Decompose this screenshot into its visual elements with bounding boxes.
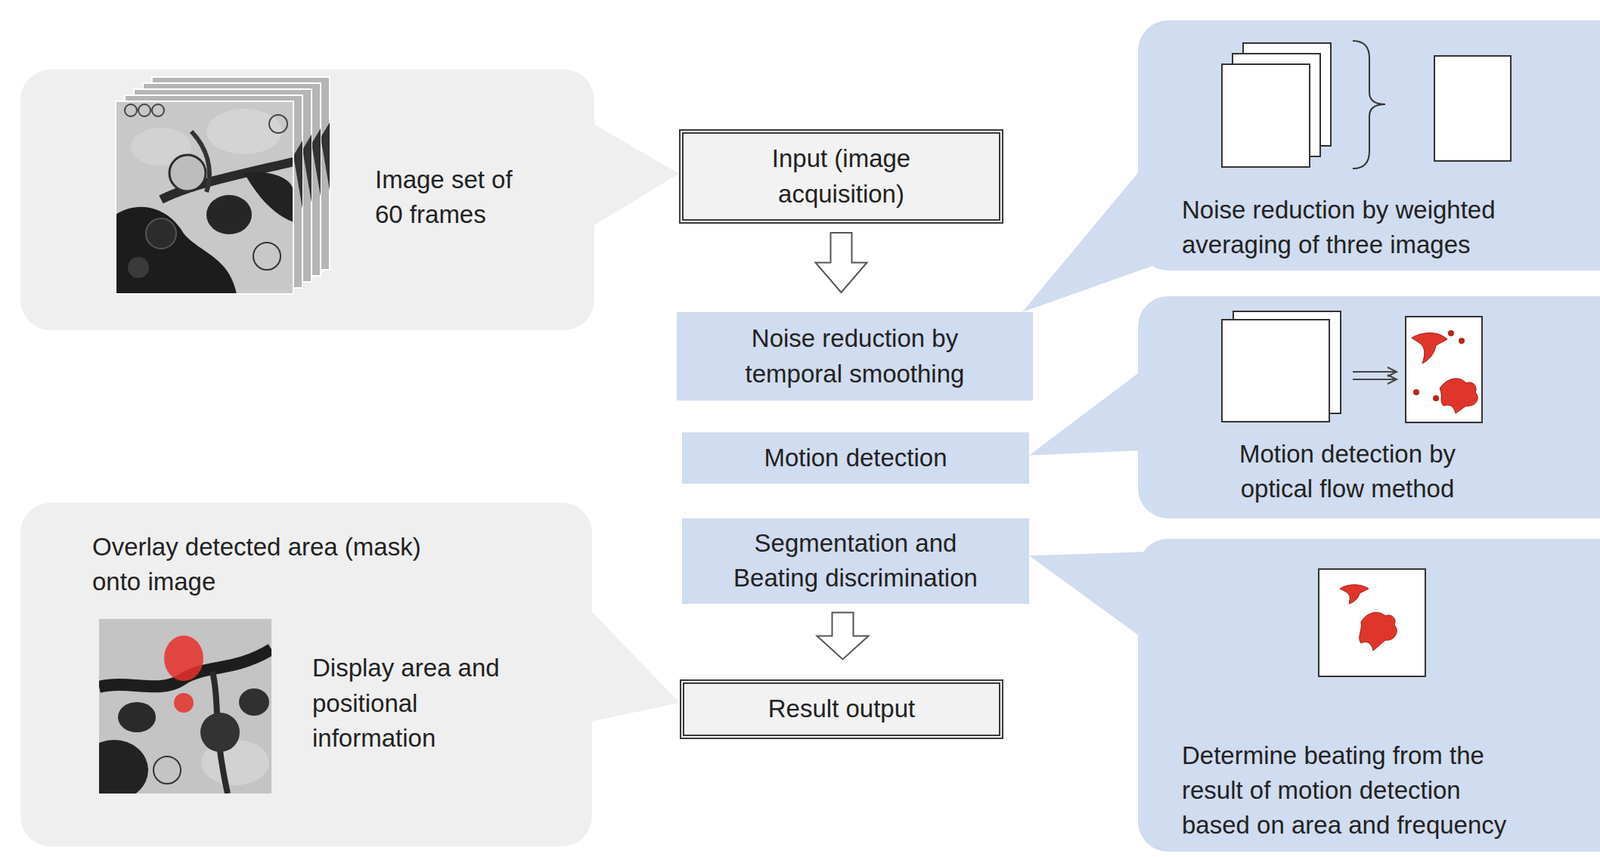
node-text: Motion detection — [763, 440, 947, 476]
microscope-image — [206, 195, 252, 235]
stack-frame — [115, 101, 294, 295]
node-text: Input (image acquisition) — [720, 141, 963, 211]
double-arrow-symbol — [1352, 367, 1397, 385]
double-arrow-symbol — [1352, 378, 1396, 381]
callout-panel: Motion detection by optical flow method — [1137, 296, 1600, 519]
node-text: Segmentation and Beating discrimination — [723, 526, 989, 596]
node-text: Noise reduction by temporal smoothing — [734, 321, 977, 391]
microscope-image — [244, 172, 294, 223]
beating-mask-icon — [1137, 539, 1600, 853]
stack-frame — [311, 128, 321, 197]
node-text: Overlay detected area (mask) onto image — [92, 530, 448, 600]
motion-mask — [1448, 330, 1455, 337]
process-box: Noise reduction by temporal smoothing — [676, 312, 1033, 401]
overlay-image — [153, 756, 181, 785]
motion-mask — [1413, 389, 1420, 396]
microscope-image — [145, 218, 177, 249]
node-text: Motion detection by optical flow method — [1218, 437, 1476, 507]
node-text: Display area and positional information — [312, 651, 521, 757]
microscope-image — [115, 101, 294, 295]
microscope-image — [169, 155, 206, 192]
averaging-icon — [1221, 64, 1310, 168]
callout-panel: Determine beating from the result of mot… — [1137, 539, 1600, 853]
motion-mask — [1439, 378, 1478, 414]
optical-flow-icon — [1221, 319, 1330, 422]
callout-panel: Image set of 60 frames — [20, 69, 595, 331]
microscope-image — [269, 114, 288, 134]
detected-mask — [164, 635, 204, 682]
process-box: Motion detection — [682, 432, 1030, 484]
microscope-image — [115, 101, 294, 295]
microscope-image — [124, 104, 137, 117]
detected-mask — [173, 693, 194, 714]
overlay-image — [99, 619, 272, 794]
callout-panel: Noise reduction by weighted averaging of… — [1137, 20, 1600, 271]
double-arrow-symbol — [1352, 371, 1396, 373]
input-box: Input (image acquisition) — [679, 129, 1004, 224]
stack-frame — [320, 122, 330, 191]
beating-mask-icon — [1318, 569, 1426, 677]
overlay-image — [117, 702, 156, 733]
double-arrow-symbol — [1387, 375, 1397, 385]
beating-mask-icon — [1318, 569, 1426, 677]
beating-mask-icon — [1339, 585, 1369, 605]
microscope-image — [151, 104, 165, 117]
output-box: Result output — [679, 679, 1004, 740]
stack-frame — [302, 134, 312, 203]
motion-mask — [1405, 316, 1483, 423]
motion-mask — [1458, 337, 1465, 345]
node-text: Noise reduction by weighted averaging of… — [1181, 192, 1553, 263]
microscope-image — [253, 242, 281, 270]
flow-arrow — [815, 232, 868, 293]
motion-mask — [1411, 332, 1448, 364]
beating-mask-icon — [1359, 612, 1397, 652]
stack-frame — [293, 140, 303, 209]
averaging-icon — [1434, 55, 1511, 162]
node-text: Image set of 60 frames — [375, 162, 534, 233]
node-text: Result output — [768, 691, 915, 727]
flow-arrow — [817, 613, 869, 661]
microscope-image — [206, 108, 283, 155]
microscope-image — [127, 257, 149, 279]
image-stack — [20, 69, 595, 331]
motion-mask — [1432, 395, 1439, 402]
overlay-image — [200, 713, 240, 753]
overlay-image — [238, 688, 270, 717]
callout-panel: Overlay detected area (mask) onto imageD… — [20, 502, 593, 847]
overlay-image — [99, 740, 149, 794]
brace — [1352, 40, 1386, 169]
process-box: Segmentation and Beating discrimination — [682, 518, 1030, 605]
node-text: Determine beating from the result of mot… — [1181, 738, 1523, 844]
microscope-image — [138, 104, 151, 117]
motion-mask — [1405, 316, 1483, 423]
